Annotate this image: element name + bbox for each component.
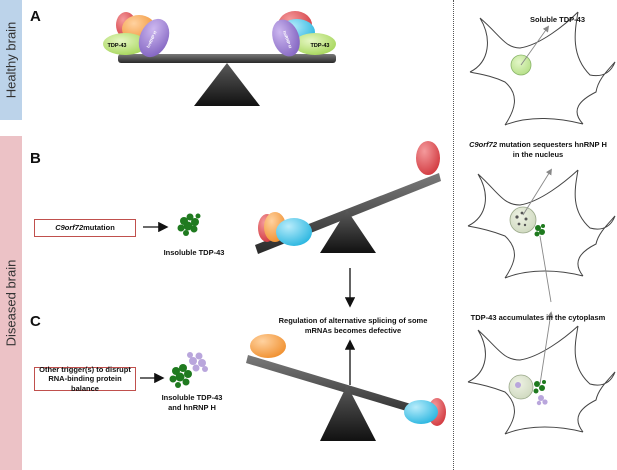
panel-letter-c: C	[30, 313, 41, 330]
diseased-brain-bar: Diseased brain	[0, 136, 22, 470]
tdp43-label-right: TDP-43	[311, 43, 330, 49]
cyan-protein	[276, 218, 312, 246]
tdp43-protein	[103, 33, 147, 55]
nucleus-c	[508, 374, 534, 400]
seesaw-tilted-right-down	[246, 334, 446, 441]
splicing-caption-line1: Regulation of alternative splicing of so…	[278, 316, 428, 325]
sequester-rest-text: mutation sequesters hnRNP H	[497, 140, 607, 149]
seesaw-beam-a	[118, 54, 336, 63]
splicing-caption-line2: mRNAs becomes defective	[304, 325, 402, 335]
hnrnp-h-protein	[138, 18, 170, 58]
orange-protein	[250, 334, 286, 358]
panel-letter-b: B	[30, 150, 41, 167]
insoluble-tdp43-caption: Insoluble TDP-43	[163, 248, 225, 257]
panel-letter-a: A	[30, 8, 41, 25]
seesaw-fulcrum-b	[320, 210, 376, 253]
seesaw-fulcrum-c	[320, 385, 376, 441]
splicing-defect-caption: Regulation of alternative splicing of so…	[268, 316, 438, 336]
trigger-line2: RNA-binding protein balance	[48, 374, 122, 393]
panel-divider	[453, 0, 454, 470]
cytoplasm-accumulation-caption: TDP-43 accumulates in the cytoplasm	[470, 313, 606, 322]
neuron-cell-c	[467, 325, 616, 435]
neuron-cell-b	[467, 169, 616, 279]
insoluble-tdp43-aggregate	[177, 213, 201, 236]
c9orf72-mutation-box: C9orf72 mutation	[34, 219, 136, 237]
insoluble-tdp43-hnrnp-caption: Insoluble TDP-43 and hnRNP H	[152, 393, 232, 413]
soluble-tdp43-caption: Soluble TDP-43	[530, 15, 586, 24]
hnrnp-label-right: hnRNP H	[282, 30, 293, 49]
pointer-link-b-c	[539, 235, 552, 303]
aggregate-c-line1: Insoluble TDP-43	[161, 393, 223, 402]
hnrnp-h-protein	[272, 19, 300, 57]
sequester-gene-text: C9orf72	[469, 140, 498, 149]
pointer-cytoplasm	[539, 311, 554, 385]
cytoplasmic-tdp43-b	[534, 224, 545, 237]
insoluble-tdp43-hnrnp-aggregate	[169, 352, 208, 388]
other-trigger-box: Other trigger(s) to disrupt RNA-binding …	[34, 364, 136, 393]
cytoplasmic-aggregate-c	[533, 380, 548, 406]
mutation-gene-text: C9orf72	[55, 223, 84, 233]
pointer-sequestered	[522, 168, 552, 216]
tdp43-protein	[294, 33, 336, 55]
sequestered-hnrnp-dots	[515, 211, 528, 227]
pointer-soluble-tdp43	[520, 25, 550, 66]
nuclear-hnrnp-c	[515, 382, 521, 388]
aggregate-c-line2: and hnRNP H	[168, 402, 216, 412]
mutation-suffix-text: mutation	[83, 223, 115, 233]
trigger-line1: Other trigger(s) to disrupt	[39, 364, 131, 374]
seesaw-tilted-right-up	[255, 141, 441, 254]
cyan-protein	[404, 400, 438, 424]
healthy-brain-bar: Healthy brain	[0, 0, 22, 120]
seesaw-beam-c	[246, 355, 441, 421]
sequester-caption: C9orf72 mutation sequesters hnRNP H in t…	[462, 140, 614, 160]
neuron-cell-a	[469, 11, 616, 126]
red-protein	[416, 141, 440, 175]
tdp43-label-left: TDP-43	[108, 43, 127, 49]
sequester-line2: in the nucleus	[512, 149, 564, 159]
seesaw-fulcrum-a	[194, 63, 260, 106]
nucleus-b	[509, 206, 537, 234]
seesaw-balanced	[103, 11, 336, 106]
